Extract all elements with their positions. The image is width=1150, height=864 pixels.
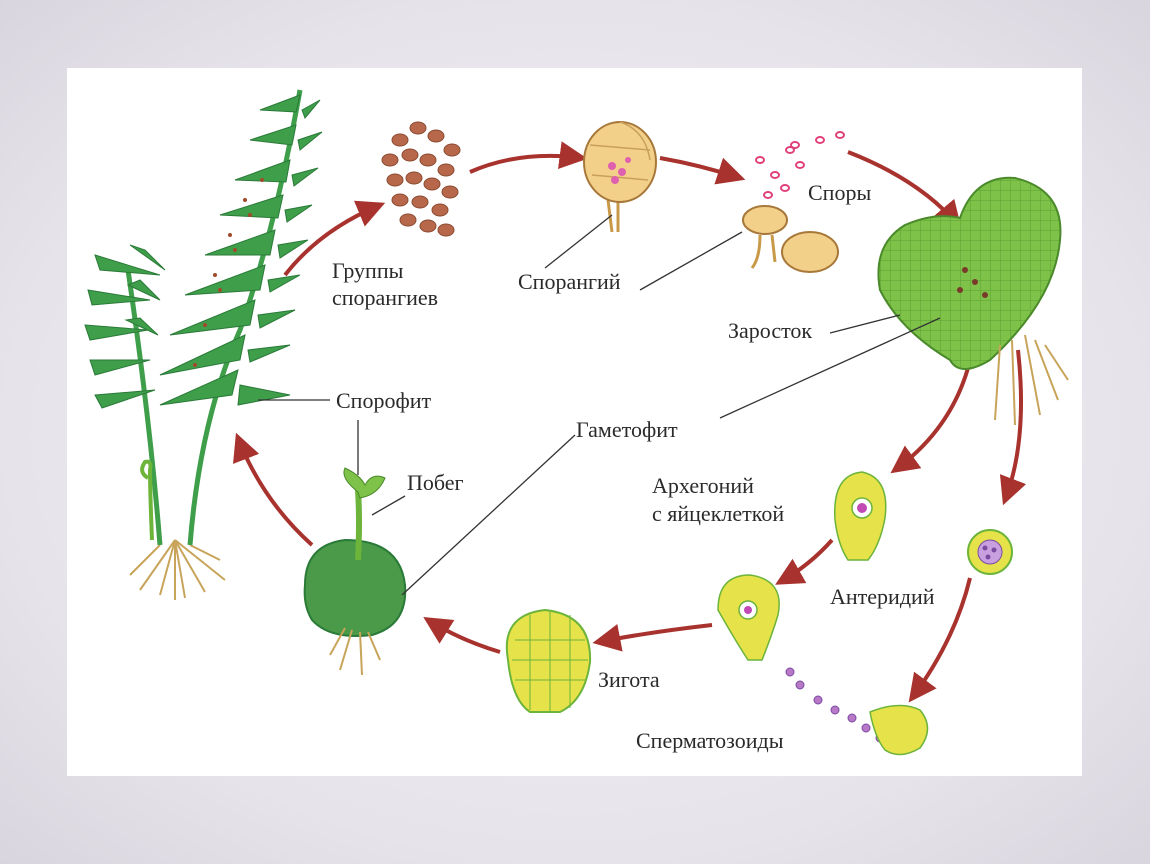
leader-burst-sporangium <box>639 231 743 291</box>
arrow-prothallus-to-antheridium <box>999 349 1027 506</box>
label-sporangium: Спорангий <box>518 269 621 294</box>
label-leader-lines <box>258 214 941 596</box>
leader-sporangium <box>544 214 613 269</box>
label-shoot: Побег <box>407 470 464 495</box>
fertilization-archegonium-illustration <box>717 574 780 661</box>
label-spores: Споры <box>808 180 871 205</box>
arrow-zygote-to-young-sporophyte <box>423 617 501 654</box>
label-gametophyte: Гаметофит <box>576 417 678 442</box>
young-sporophyte-illustration <box>303 467 407 676</box>
label-spermatozoids: Сперматозоиды <box>636 728 784 753</box>
leader-prothallus <box>829 314 901 334</box>
sporangia-group-illustration <box>381 121 461 237</box>
label-antheridium: Антеридий <box>830 584 935 609</box>
sporangium-illustration <box>583 121 657 233</box>
spores-illustration <box>742 131 845 273</box>
label-archegonium-2: с яйцеклеткой <box>652 501 784 526</box>
label-sporangia-groups-1: Группы <box>332 258 404 283</box>
arrow-spores-to-prothallus <box>847 150 962 230</box>
label-zygote: Зигота <box>598 667 660 692</box>
arrow-prothallus-to-archegonium <box>890 367 970 474</box>
leader-gametophyte-young <box>401 434 576 596</box>
cycle-arrows <box>233 141 1027 703</box>
prothallus-illustration <box>877 176 1069 426</box>
archegonium-illustration <box>833 471 887 561</box>
label-archegonium-1: Архегоний <box>652 473 754 498</box>
arrow-sporangia-to-sporangium <box>469 141 588 174</box>
arrow-fertilization-to-zygote <box>592 623 713 652</box>
antheridium-illustration <box>967 529 1013 575</box>
arrow-young-sporophyte-to-fern <box>233 432 314 547</box>
leader-gametophyte-prothallus <box>719 317 941 419</box>
fern-sporophyte-illustration <box>84 89 323 600</box>
arrow-sporophyte-to-sporangia <box>283 200 386 277</box>
arrow-sporangium-to-spores <box>659 156 746 185</box>
arrow-antheridium-to-sperm <box>908 577 972 703</box>
leader-shoot <box>371 495 406 516</box>
diagram-labels: Группы спорангиев Спорангий Споры Зарост… <box>332 180 935 753</box>
label-sporophyte: Спорофит <box>336 388 431 413</box>
spermatozoids-illustration <box>785 667 885 743</box>
label-sporangia-groups-2: спорангиев <box>332 285 438 310</box>
label-prothallus: Заросток <box>728 318 812 343</box>
open-antheridium-illustration <box>869 704 929 756</box>
arrow-archegonium-to-fertilization <box>775 538 834 585</box>
zygote-illustration <box>505 608 592 713</box>
